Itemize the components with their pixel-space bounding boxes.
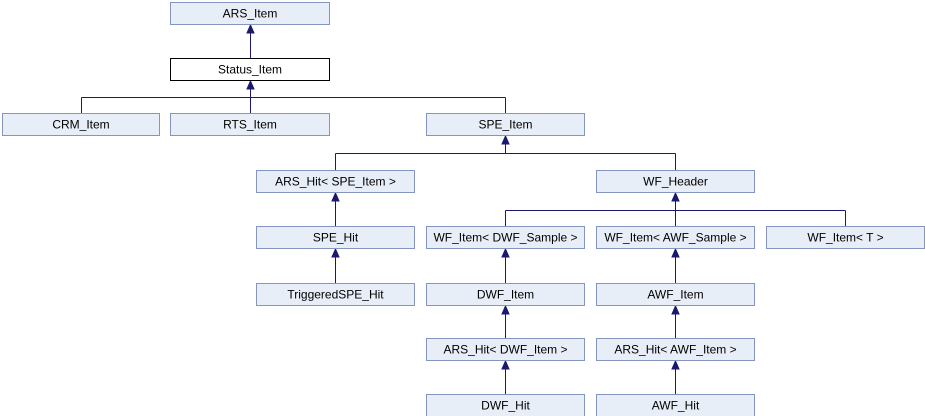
class-label: ARS_Hit< AWF_Item > xyxy=(614,343,736,357)
class-label: AWF_Hit xyxy=(652,399,700,413)
arrowhead-icon xyxy=(246,23,255,34)
class-box xyxy=(426,338,585,361)
class-node-ars-hit-spe[interactable]: ARS_Hit< SPE_Item > xyxy=(256,170,415,193)
class-box xyxy=(170,113,330,136)
arrowhead-icon xyxy=(671,304,680,315)
class-label: RTS_Item xyxy=(223,118,277,132)
class-node-awf-hit[interactable]: AWF_Hit xyxy=(596,394,755,416)
class-label: WF_Header xyxy=(643,175,708,189)
class-box xyxy=(170,58,330,81)
class-label: DWF_Hit xyxy=(481,399,530,413)
arrowhead-icon xyxy=(671,247,680,258)
class-label: CRM_Item xyxy=(52,118,109,132)
class-box xyxy=(426,283,585,306)
arrowhead-icon xyxy=(671,191,680,202)
class-box xyxy=(596,283,755,306)
class-node-wf-header[interactable]: WF_Header xyxy=(596,170,755,193)
class-node-dwf-item[interactable]: DWF_Item xyxy=(426,283,585,306)
class-label: ARS_Hit< SPE_Item > xyxy=(275,175,396,189)
arrowhead-icon xyxy=(501,304,510,315)
class-node-rts-item[interactable]: RTS_Item xyxy=(170,113,330,136)
inheritance-edge-to-awf-item xyxy=(671,304,680,338)
class-label: SPE_Item xyxy=(478,118,532,132)
inheritance-edge-to-ars-hit-awf xyxy=(671,359,680,394)
edge-line xyxy=(505,200,846,226)
class-label: SPE_Hit xyxy=(313,231,359,245)
arrowhead-icon xyxy=(501,359,510,370)
inheritance-edge-to-wf-item-dwf xyxy=(501,247,510,283)
inheritance-edge-to-status-item xyxy=(81,79,506,113)
inheritance-edge-to-spe-hit xyxy=(331,247,340,283)
arrowhead-icon xyxy=(331,247,340,258)
inheritance-edge-to-spe-item xyxy=(335,134,676,170)
class-node-awf-item[interactable]: AWF_Item xyxy=(596,283,755,306)
class-box xyxy=(256,170,415,193)
class-box xyxy=(170,2,330,25)
class-box xyxy=(596,170,755,193)
class-node-crm-item[interactable]: CRM_Item xyxy=(2,113,160,136)
inheritance-edge-to-ars-hit-spe xyxy=(331,191,340,226)
class-label: TriggeredSPE_Hit xyxy=(287,288,384,302)
edge-line xyxy=(81,88,506,113)
class-box xyxy=(426,394,585,416)
class-label: DWF_Item xyxy=(477,288,534,302)
inheritance-edge-to-wf-header xyxy=(505,191,846,226)
class-label: Status_Item xyxy=(218,63,282,77)
arrowhead-icon xyxy=(671,359,680,370)
class-box xyxy=(596,338,755,361)
class-box xyxy=(256,283,415,306)
inheritance-edge-to-ars-item xyxy=(246,23,255,58)
class-node-wf-item-awf[interactable]: WF_Item< AWF_Sample > xyxy=(596,226,755,249)
class-box xyxy=(256,226,415,249)
class-node-spe-item[interactable]: SPE_Item xyxy=(426,113,585,136)
arrowhead-icon xyxy=(246,79,255,90)
class-label: ARS_Item xyxy=(223,7,278,21)
class-box xyxy=(596,394,755,416)
class-node-wf-item-dwf[interactable]: WF_Item< DWF_Sample > xyxy=(426,226,585,249)
class-node-dwf-hit[interactable]: DWF_Hit xyxy=(426,394,585,416)
class-label: WF_Item< DWF_Sample > xyxy=(433,231,577,245)
class-node-ars-hit-dwf[interactable]: ARS_Hit< DWF_Item > xyxy=(426,338,585,361)
class-box xyxy=(426,113,585,136)
inheritance-edge-to-ars-hit-dwf xyxy=(501,359,510,394)
class-label: WF_Item< T > xyxy=(807,231,883,245)
class-node-triggered-spe-hit[interactable]: TriggeredSPE_Hit xyxy=(256,283,415,306)
arrowhead-icon xyxy=(331,191,340,202)
class-label: WF_Item< AWF_Sample > xyxy=(604,231,746,245)
class-node-ars-item[interactable]: ARS_Item xyxy=(170,2,330,25)
edge-line xyxy=(335,143,676,170)
class-box xyxy=(426,226,585,249)
class-node-ars-hit-awf[interactable]: ARS_Hit< AWF_Item > xyxy=(596,338,755,361)
inheritance-edge-to-wf-item-awf xyxy=(671,247,680,283)
class-box xyxy=(2,113,160,136)
inheritance-edge-to-dwf-item xyxy=(501,304,510,338)
class-node-status-item: Status_Item xyxy=(170,58,330,81)
class-node-spe-hit[interactable]: SPE_Hit xyxy=(256,226,415,249)
class-label: AWF_Item xyxy=(647,288,703,302)
edges-layer xyxy=(81,23,846,394)
class-label: ARS_Hit< DWF_Item > xyxy=(443,343,567,357)
class-node-wf-item-t[interactable]: WF_Item< T > xyxy=(766,226,925,249)
arrowhead-icon xyxy=(501,247,510,258)
class-box xyxy=(596,226,755,249)
arrowhead-icon xyxy=(501,134,510,145)
